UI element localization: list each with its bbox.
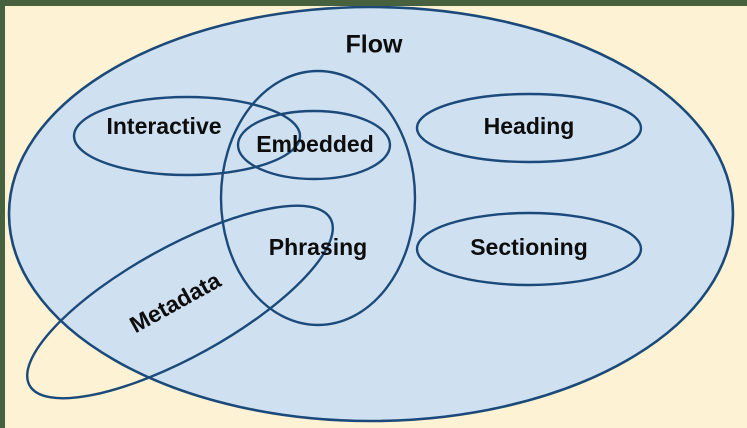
set-label-heading: Heading [484,113,575,139]
set-ellipse-embedded[interactable] [236,109,392,181]
set-label-phrasing: Phrasing [269,234,367,260]
set-ellipse-flow[interactable] [7,5,735,423]
set-label-interactive: Interactive [106,113,221,139]
set-label-sectioning: Sectioning [470,234,588,260]
set-label-embedded: Embedded [256,131,374,157]
set-ellipse-sectioning[interactable] [415,211,643,287]
set-ellipse-interactive[interactable] [72,95,302,177]
set-ellipse-phrasing[interactable] [219,69,417,327]
set-label-flow: Flow [346,31,403,59]
set-ellipse-metadata[interactable] [3,171,357,428]
set-ellipse-heading[interactable] [415,92,643,164]
